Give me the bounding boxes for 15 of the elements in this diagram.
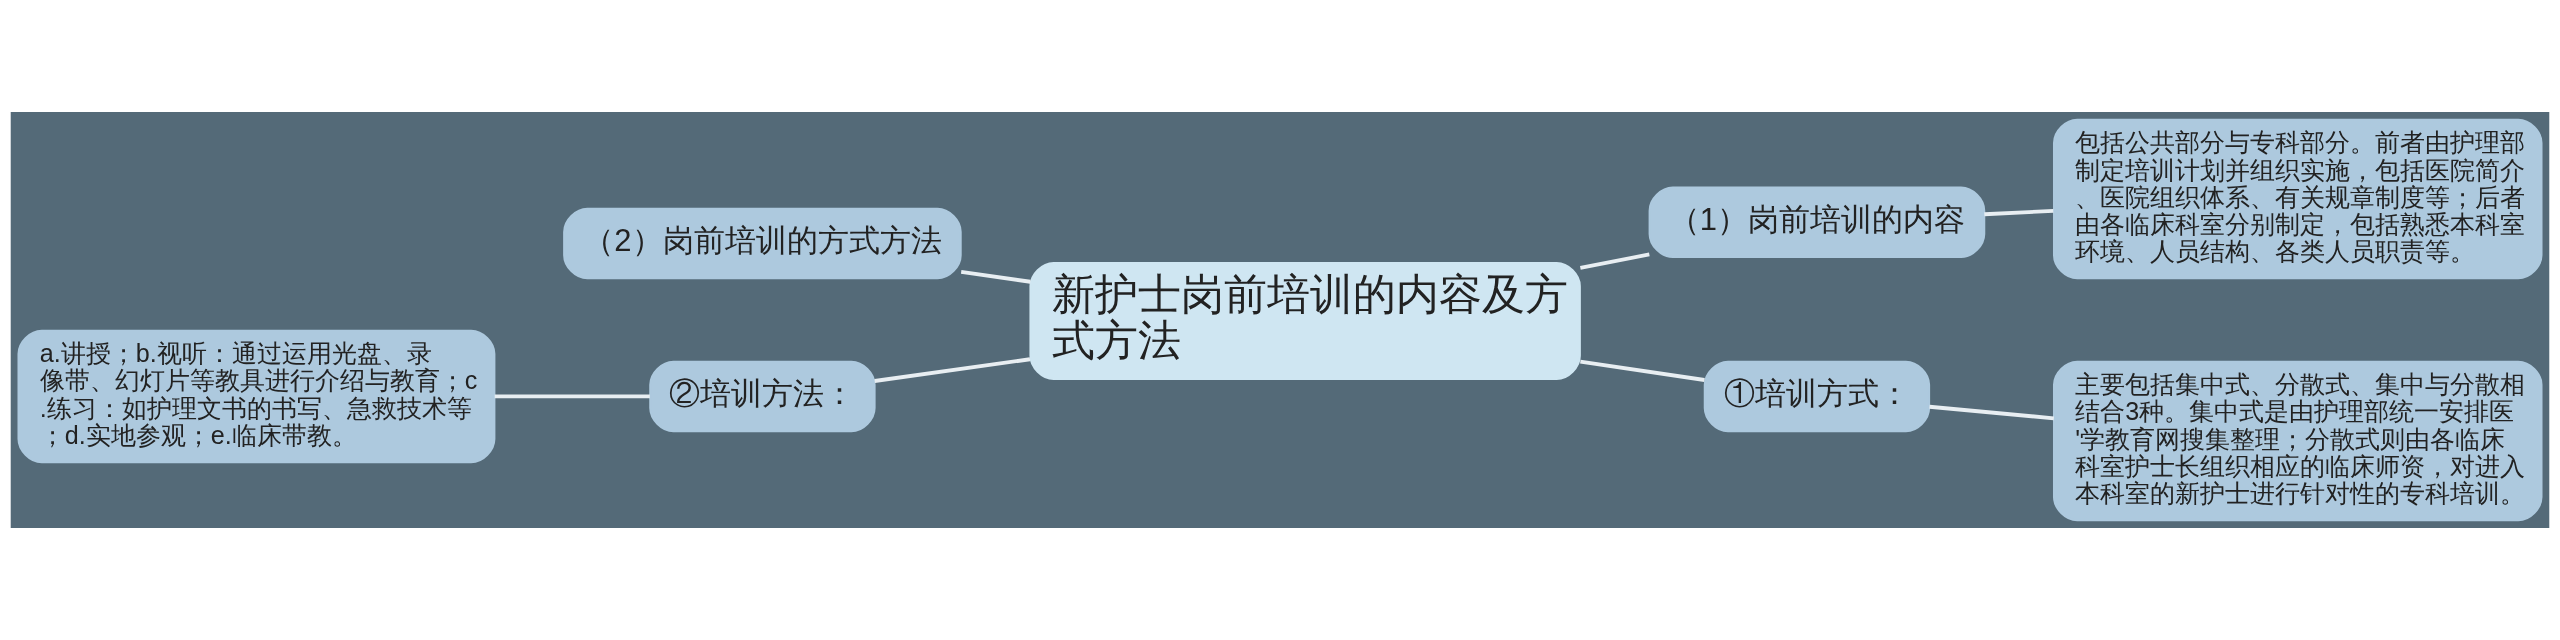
connector bbox=[1580, 252, 1650, 270]
node-box: （1）岗前培训的内容 bbox=[1648, 186, 1986, 259]
connector bbox=[1580, 359, 1705, 382]
node-box: 主要包括集中式、分散式、集中与分散相结合3种。集中式是由护理部统一安排医'学教育网搜集整理；分散式则由各临床科室护士长组织相应的临床师资，对进入本科室的新护士进行针对性的专科培训。 bbox=[2053, 360, 2543, 522]
node-box: ②培训方法： bbox=[649, 360, 876, 433]
node-box: 包括公共部分与专科部分。前者由护理部制定培训计划并组织实施，包括医院简介、医院组织体系、有关规章制度等；后者由各临床科室分别制定，包括熟悉本科室环境、人员结构、各类人员职责等。 bbox=[2053, 118, 2543, 280]
node-box: 新护士岗前培训的内容及方式方法 bbox=[1029, 261, 1581, 380]
connector bbox=[1929, 404, 2055, 421]
connector bbox=[494, 394, 650, 399]
connector bbox=[874, 357, 1031, 383]
node-box: （2）岗前培训的方式方法 bbox=[563, 207, 962, 280]
connector bbox=[960, 269, 1031, 284]
connector bbox=[1984, 208, 2054, 217]
node-box: ①培训方式： bbox=[1703, 360, 1931, 433]
node-box: a.讲授；b.视听：通过运用光盘、录像带、幻灯片等教具进行介绍与教育；c.练习：如护理文书的书写、急救技术等；d.实地参观；e.临床带教。 bbox=[17, 329, 496, 464]
